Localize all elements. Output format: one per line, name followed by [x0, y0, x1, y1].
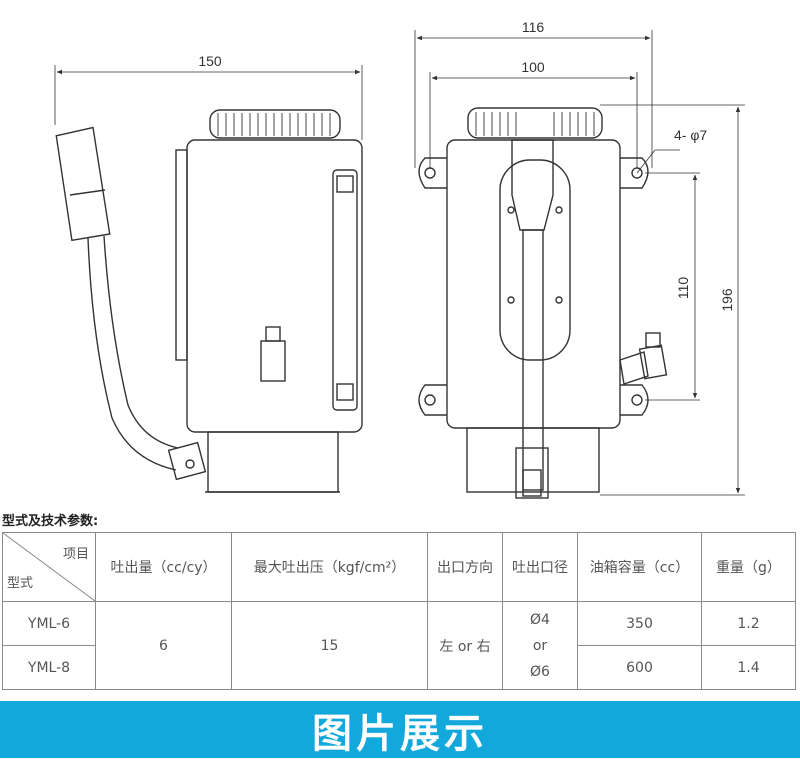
- capacity-cell: 600: [577, 645, 702, 690]
- dim-100-label: 100: [521, 59, 545, 75]
- dim-116-label: 116: [522, 19, 545, 35]
- corner-header-bottom: 型式: [7, 576, 34, 591]
- header-pressure: 最大吐出压（kgf/cm²）: [231, 532, 428, 602]
- technical-drawing: 150 116 100 4- φ7 110 196: [54, 19, 745, 499]
- model-cell: YML-6: [2, 601, 96, 646]
- output-cell: 6: [95, 601, 232, 690]
- dim-196-label: 196: [719, 288, 735, 312]
- corner-diagonal: [3, 533, 95, 601]
- section-title: 型式及技术参数:: [2, 514, 99, 529]
- weight-cell: 1.4: [701, 645, 796, 690]
- dim-110-label: 110: [675, 277, 691, 300]
- front-view: [414, 30, 745, 499]
- table-row: YML-6 6 15 左 or 右 Ø4 or Ø6 350 1.2: [2, 601, 796, 690]
- corner-header-top: 项目: [62, 547, 89, 562]
- direction-cell: 左 or 右: [427, 601, 503, 690]
- corner-header: 项目 型式: [2, 532, 96, 602]
- diameter-cell: Ø4 or Ø6: [502, 601, 578, 690]
- pressure-cell: 15: [231, 601, 428, 690]
- diameter-value-2: Ø6: [530, 663, 550, 680]
- diameter-value-1: Ø4: [530, 611, 550, 628]
- picture-banner: 图片展示: [0, 701, 800, 758]
- weight-cell: 1.2: [701, 601, 796, 646]
- header-weight: 重量（g）: [701, 532, 796, 602]
- model-cell: YML-8: [2, 645, 96, 690]
- diameter-or: or: [532, 637, 548, 654]
- table-row: YML-8 600 1.4: [2, 645, 796, 690]
- header-diameter: 吐出口径: [502, 532, 578, 602]
- header-output: 吐出量（cc/cy）: [95, 532, 232, 602]
- table-header-row: 项目 型式 吐出量（cc/cy） 最大吐出压（kgf/cm²） 出口方向 吐出口…: [2, 532, 796, 602]
- side-view: [54, 65, 363, 493]
- header-capacity: 油箱容量（cc）: [577, 532, 702, 602]
- capacity-cell: 350: [577, 601, 702, 646]
- header-direction: 出口方向: [427, 532, 503, 602]
- banner-title: 图片展示: [312, 709, 488, 757]
- dim-holes-label: 4- φ7: [674, 127, 707, 143]
- dim-150-label: 150: [198, 53, 222, 69]
- spec-table: 项目 型式 吐出量（cc/cy） 最大吐出压（kgf/cm²） 出口方向 吐出口…: [2, 532, 796, 690]
